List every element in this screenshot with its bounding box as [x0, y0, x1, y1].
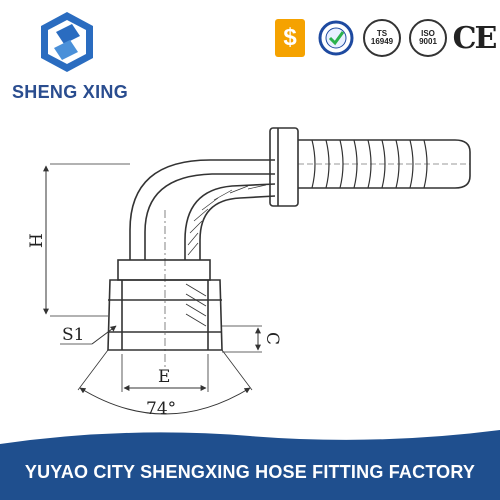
- footer-wave: [0, 430, 500, 444]
- elbow-outer-line: [129, 159, 275, 260]
- hose-fitting-drawing: H S1 E C 74°: [27, 127, 471, 419]
- label-h: H: [27, 233, 47, 248]
- brand-name: SHENG XING: [11, 82, 129, 102]
- ts-line-1: TS: [376, 28, 388, 38]
- sgs-glyph: $: [275, 19, 305, 57]
- iso-line-1: ISO: [421, 28, 435, 38]
- swivel-nut-top: [117, 259, 211, 281]
- thread-lines: [185, 283, 207, 327]
- elbow-inner-line: [199, 195, 276, 260]
- footer-banner: YUYAO CITY SHENGXING HOSE FITTING FACTOR…: [0, 444, 500, 500]
- label-s1: S1: [62, 325, 84, 345]
- collar-ring: [269, 127, 299, 207]
- dim-angle-arc: [79, 387, 251, 415]
- check-seal-icon: [316, 18, 356, 58]
- ts-line-2: 16949: [370, 37, 394, 46]
- ce-mark-text: CE: [452, 20, 498, 56]
- company-logo: SHENG XING: [8, 8, 128, 108]
- check-seal-graphic: [318, 20, 354, 56]
- label-c: C: [262, 332, 282, 345]
- iso9001-seal-icon: ISO 9001: [408, 18, 448, 58]
- elbow-bore-line-2: [184, 183, 276, 260]
- label-angle: 74°: [146, 399, 176, 419]
- iso-line-2: 9001: [419, 37, 437, 46]
- dim-s1-leader: [91, 325, 117, 345]
- footer-company-name: YUYAO CITY SHENGXING HOSE FITTING FACTOR…: [24, 461, 476, 482]
- wall-hatch: [187, 184, 267, 256]
- certification-badges: $ TS 16949 ISO 9001 CE: [270, 18, 498, 58]
- elbow-bore-line-1: [144, 173, 275, 260]
- sgs-badge-icon: $: [270, 18, 310, 58]
- ts16949-seal-icon: TS 16949: [362, 18, 402, 58]
- ce-mark-icon: CE: [452, 18, 498, 58]
- logo-hexagon-icon: [41, 12, 93, 72]
- label-e: E: [158, 367, 170, 387]
